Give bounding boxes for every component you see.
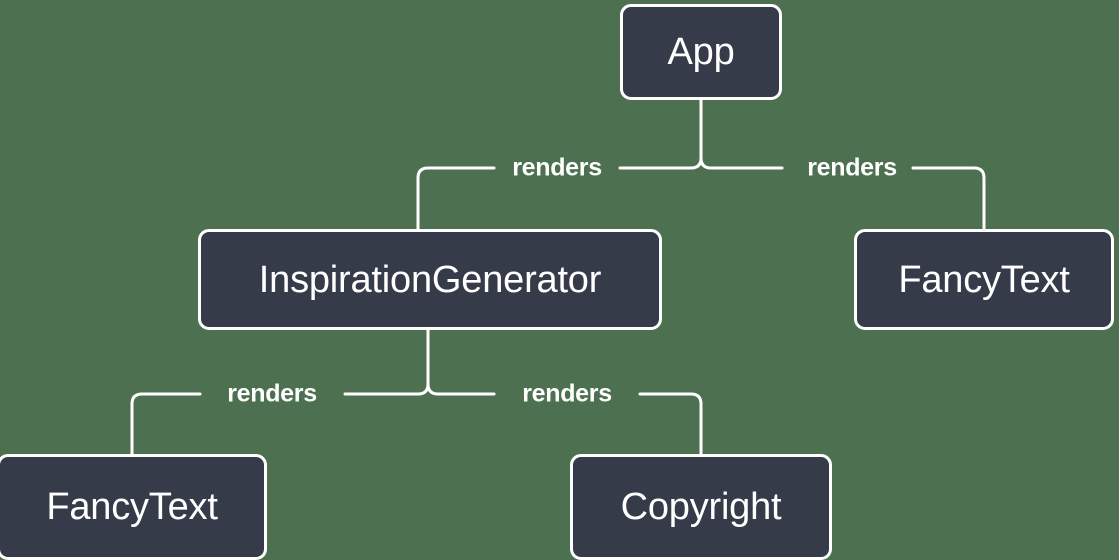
node-copyright[interactable]: Copyright — [570, 454, 832, 560]
edge-label-app-to-inspiration-generator: renders — [512, 153, 602, 182]
edge-app-stem-left — [689, 98, 703, 170]
node-app-label: App — [667, 31, 735, 73]
edge-ig-to-fancytext-h-left — [130, 392, 202, 456]
edge-app-to-fancytext-h-right — [911, 166, 986, 231]
node-fancytext-bottom[interactable]: FancyText — [0, 454, 267, 560]
edge-label-inspiration-generator-to-fancytext-bottom: renders — [227, 379, 317, 408]
edge-label-app-to-fancytext-right: renders — [807, 153, 897, 182]
node-fancytext-bottom-label: FancyText — [46, 486, 218, 528]
edge-ig-stem-left — [416, 328, 430, 396]
node-fancytext-right[interactable]: FancyText — [854, 229, 1114, 330]
node-inspiration-generator-label: InspirationGenerator — [258, 258, 602, 301]
node-inspiration-generator[interactable]: InspirationGenerator — [198, 229, 662, 330]
edge-ig-to-copyright-h-right — [638, 392, 703, 456]
edge-label-inspiration-generator-to-copyright: renders — [522, 379, 612, 408]
node-copyright-label: Copyright — [620, 486, 782, 528]
edge-app-to-ig-h-left — [416, 166, 496, 231]
node-fancytext-right-label: FancyText — [898, 258, 1070, 301]
node-app[interactable]: App — [620, 4, 782, 100]
